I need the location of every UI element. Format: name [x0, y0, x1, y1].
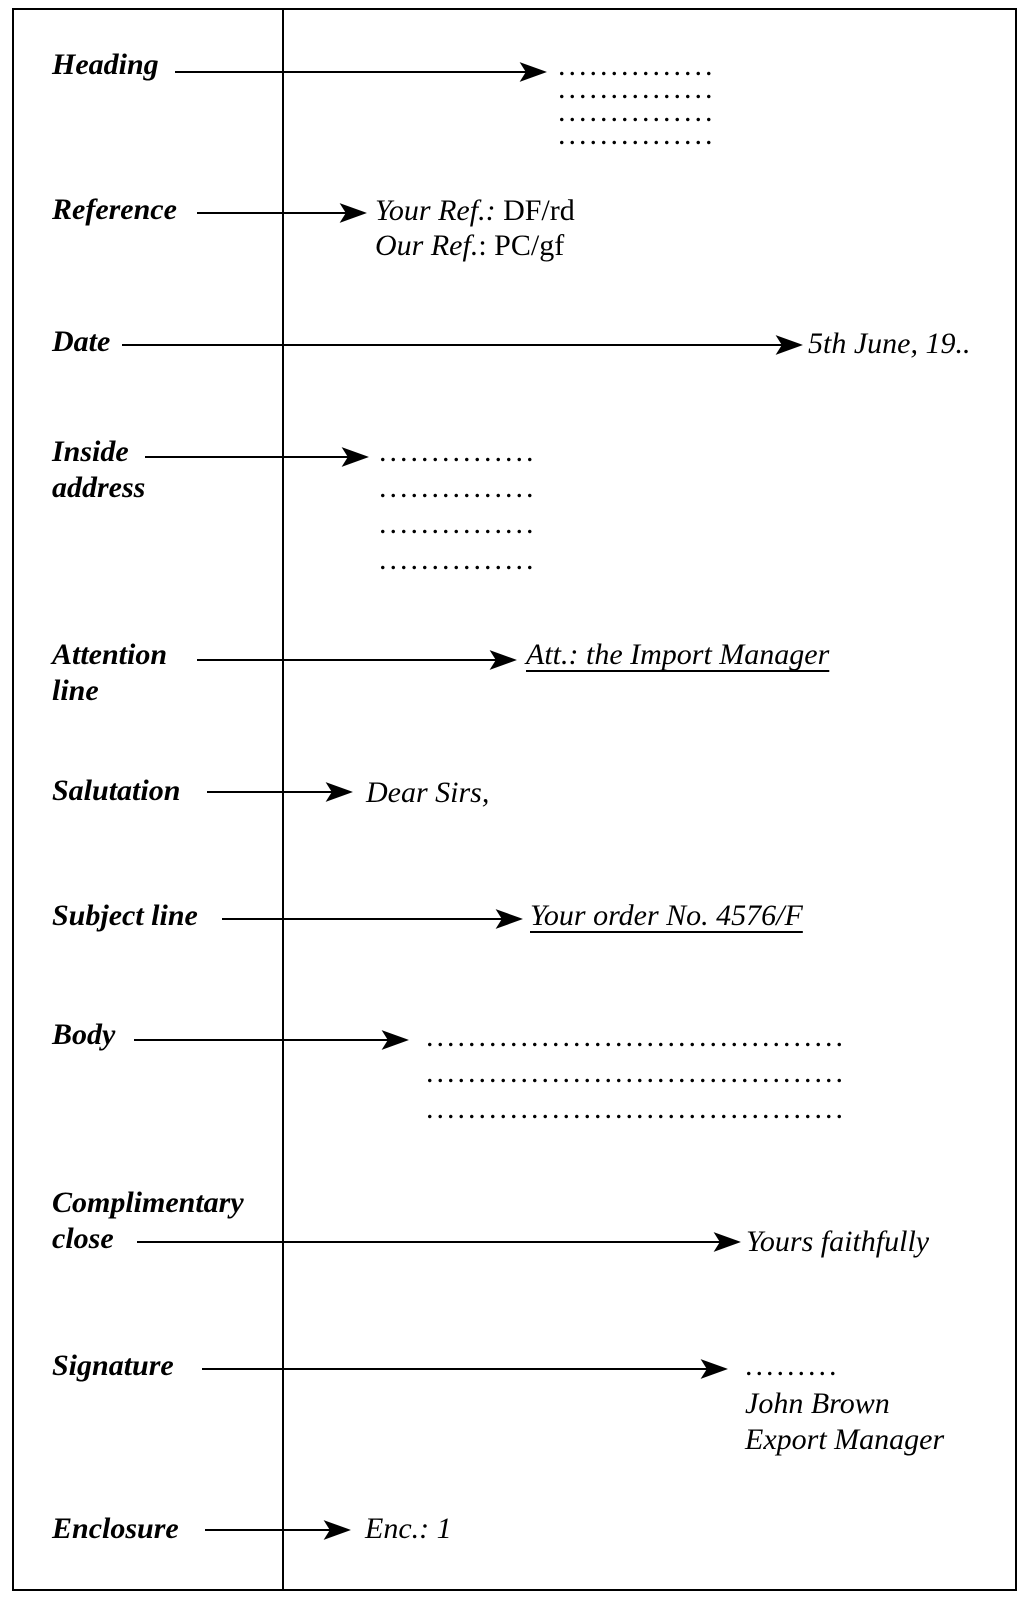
signature-name: John Brown	[745, 1387, 890, 1420]
heading-arrowhead	[519, 62, 547, 82]
signature-arrowhead	[700, 1359, 728, 1379]
heading-dots-line: ...............	[558, 49, 716, 82]
label-complimentary-close-line2: close	[52, 1222, 114, 1255]
inside-address-dots-line: ...............	[379, 471, 537, 504]
heading-dots-line: ...............	[558, 72, 716, 105]
complimentary-close-value: Yours faithfully	[746, 1225, 930, 1258]
body-dots-line: ........................................	[426, 1020, 846, 1053]
subject-value: Your order No. 4576/F	[530, 899, 803, 932]
body-arrowhead	[381, 1030, 409, 1050]
signature-dots: .........	[745, 1349, 840, 1382]
label-complimentary-close-line1: Complimentary	[52, 1186, 244, 1219]
label-inside-address-line1: Inside	[52, 435, 129, 468]
heading-dots-line: ...............	[558, 95, 716, 128]
letter-frame	[12, 8, 1017, 1591]
label-signature: Signature	[52, 1349, 174, 1382]
your-ref-value: DF/rd	[495, 194, 575, 227]
inside-address-dots-line: ...............	[379, 543, 537, 576]
label-heading: Heading	[52, 48, 159, 81]
label-inside-address-line2: address	[52, 471, 146, 504]
label-attention-line1: Attention	[52, 638, 168, 671]
label-subject-line: Subject line	[52, 899, 198, 932]
label-enclosure: Enclosure	[52, 1512, 179, 1545]
label-body: Body	[52, 1018, 116, 1051]
enclosure-arrowhead	[323, 1520, 351, 1540]
enclosure-value: Enc.: 1	[365, 1512, 452, 1545]
salutation-value: Dear Sirs,	[366, 776, 490, 809]
inside-address-dots-line: ...............	[379, 435, 537, 468]
inside-address-dots-line: ...............	[379, 507, 537, 540]
attention-value: Att.: the Import Manager	[526, 638, 830, 671]
body-dots-line: ........................................	[426, 1056, 846, 1089]
label-reference: Reference	[52, 193, 177, 226]
inside-address-arrowhead	[341, 447, 369, 467]
our-ref: Our Ref.: PC/gf	[375, 228, 564, 263]
subject-arrowhead	[495, 909, 523, 929]
body-dots-line: ........................................	[426, 1092, 846, 1125]
margin-line	[282, 8, 284, 1591]
close-arrowhead	[713, 1232, 741, 1252]
heading-dots-line: ...............	[558, 118, 716, 151]
salutation-arrowhead	[325, 782, 353, 802]
our-ref-value: : PC/gf	[478, 229, 565, 262]
label-salutation: Salutation	[52, 774, 181, 807]
your-ref-label: Your Ref.:	[375, 194, 496, 227]
your-ref: Your Ref.: DF/rd	[375, 193, 575, 228]
reference-arrowhead	[339, 203, 367, 223]
date-arrowhead	[775, 335, 803, 355]
date-value: 5th June, 19..	[808, 327, 971, 360]
label-date: Date	[52, 325, 111, 358]
our-ref-label: Our Ref.	[375, 229, 479, 262]
attention-arrowhead	[489, 650, 517, 670]
label-attention-line2: line	[52, 674, 99, 707]
signature-title: Export Manager	[745, 1423, 945, 1456]
